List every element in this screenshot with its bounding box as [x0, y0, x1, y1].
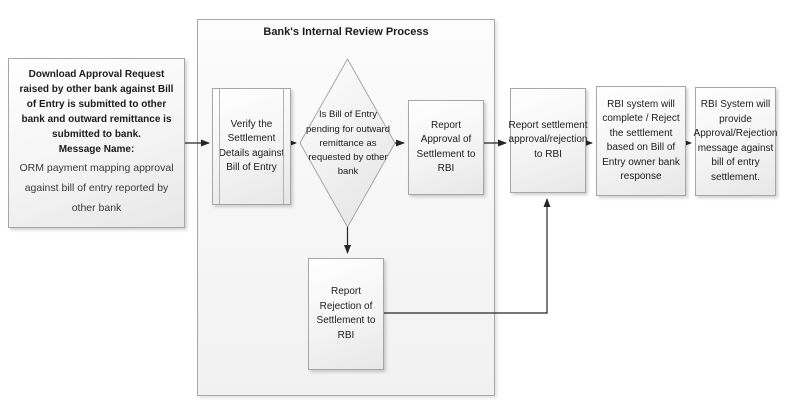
rbi-provide-label: RBI System will provide Approval/Rejecti…	[693, 99, 778, 183]
report-approval-label: Report Approval of Settlement to RBI	[416, 119, 476, 175]
node-report-settlement: Report settlement approval/rejection to …	[508, 88, 588, 193]
node-verify-settlement: Verify the Settlement Details against Bi…	[212, 88, 291, 205]
verify-label: Verify the Settlement Details against Bi…	[218, 118, 285, 174]
predefined-process-sideline-left	[219, 89, 220, 204]
message-name-label: Message Name:	[58, 144, 135, 156]
node-report-approval: Report Approval of Settlement to RBI	[408, 100, 484, 195]
report-rejection-label: Report Rejection of Settlement to RBI	[316, 286, 376, 341]
predefined-process-sideline-right	[283, 89, 284, 204]
message-name-value: ORM payment mapping approval against bil…	[19, 162, 174, 214]
container-title: Bank's Internal Review Process	[263, 26, 429, 38]
node-rbi-provide-message: RBI System will provide Approval/Rejecti…	[693, 87, 778, 196]
node-rbi-complete-reject: RBI system will complete / Reject the se…	[596, 86, 686, 196]
node-download-approval-request: Download Approval Request raised by othe…	[8, 58, 185, 228]
download-request-text: Download Approval Request raised by othe…	[19, 69, 174, 141]
node-report-rejection: Report Rejection of Settlement to RBI	[308, 258, 384, 370]
rbi-complete-label: RBI system will complete / Reject the se…	[602, 98, 680, 183]
report-settlement-label: Report settlement approval/rejection to …	[508, 119, 588, 160]
decision-label: Is Bill of Entry pending for outward rem…	[306, 109, 390, 178]
